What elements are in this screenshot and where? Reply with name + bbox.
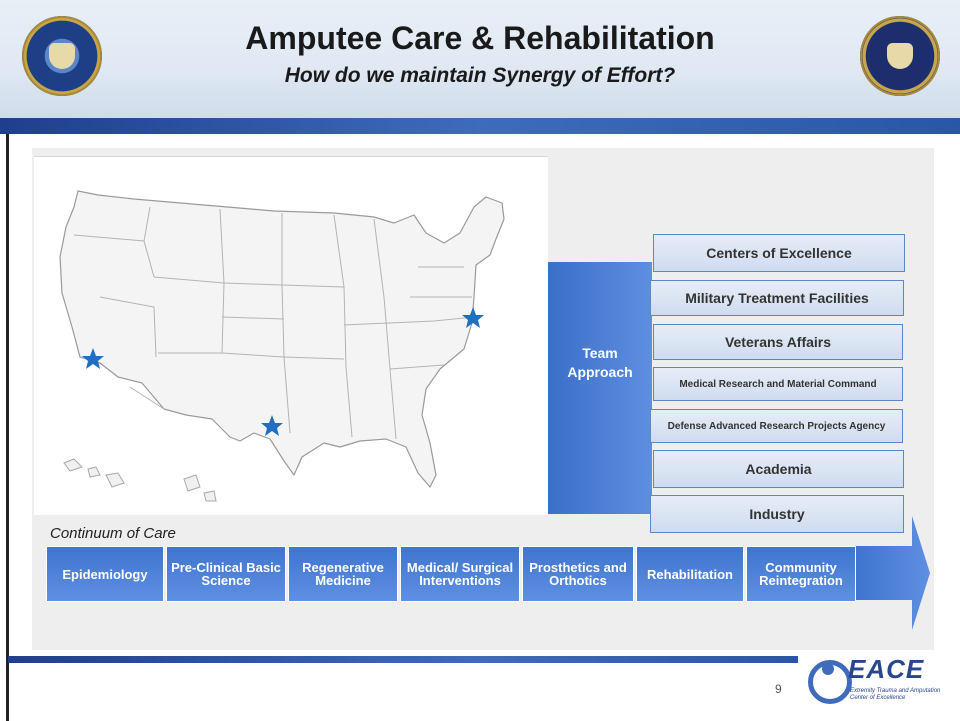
- partner-academia: Academia: [653, 450, 904, 488]
- eace-logo-icon: [808, 660, 852, 704]
- star-icon: [261, 415, 283, 436]
- us-map-image: [34, 156, 548, 515]
- team-approach-bar: [548, 262, 652, 514]
- continuum-arrow-icon: [856, 516, 930, 630]
- partner-industry: Industry: [650, 495, 904, 533]
- page-number: 9: [775, 682, 782, 696]
- us-map-icon: [59, 190, 505, 502]
- step-medical-surgical: Medical/ Surgical Interventions: [400, 546, 520, 602]
- step-prosthetics: Prosthetics and Orthotics: [522, 546, 634, 602]
- continuum-label: Continuum of Care: [50, 525, 176, 542]
- eace-logo-subtext: Extremity Trauma and Amputation Center o…: [850, 688, 941, 701]
- step-pre-clinical: Pre-Clinical Basic Science: [166, 546, 286, 602]
- footer-bar: [8, 656, 798, 663]
- slide-header: [0, 0, 960, 118]
- team-approach-label: Team Approach: [567, 345, 633, 380]
- step-community-reintegration: Community Reintegration: [746, 546, 856, 602]
- partner-veterans-affairs: Veterans Affairs: [653, 324, 903, 360]
- partner-military-treatment-facilities: Military Treatment Facilities: [650, 280, 904, 316]
- header-divider-bar: [0, 118, 960, 134]
- va-seal-icon: [860, 16, 940, 96]
- step-epidemiology: Epidemiology: [46, 546, 164, 602]
- step-regenerative-medicine: Regenerative Medicine: [288, 546, 398, 602]
- eace-logo-dot: [822, 663, 834, 675]
- partner-centers-of-excellence: Centers of Excellence: [653, 234, 905, 272]
- step-rehabilitation: Rehabilitation: [636, 546, 744, 602]
- star-icon: [82, 348, 104, 369]
- eace-logo-text: EACE: [848, 654, 925, 684]
- partner-medical-research-command: Medical Research and Material Command: [653, 367, 903, 401]
- dod-seal-icon: [22, 16, 102, 96]
- partner-darpa: Defense Advanced Research Projects Agenc…: [650, 409, 903, 443]
- slide-subtitle: How do we maintain Synergy of Effort?: [284, 64, 676, 87]
- star-icon: [462, 307, 484, 328]
- slide-title: Amputee Care & Rehabilitation: [245, 20, 715, 56]
- left-border-line: [6, 134, 9, 721]
